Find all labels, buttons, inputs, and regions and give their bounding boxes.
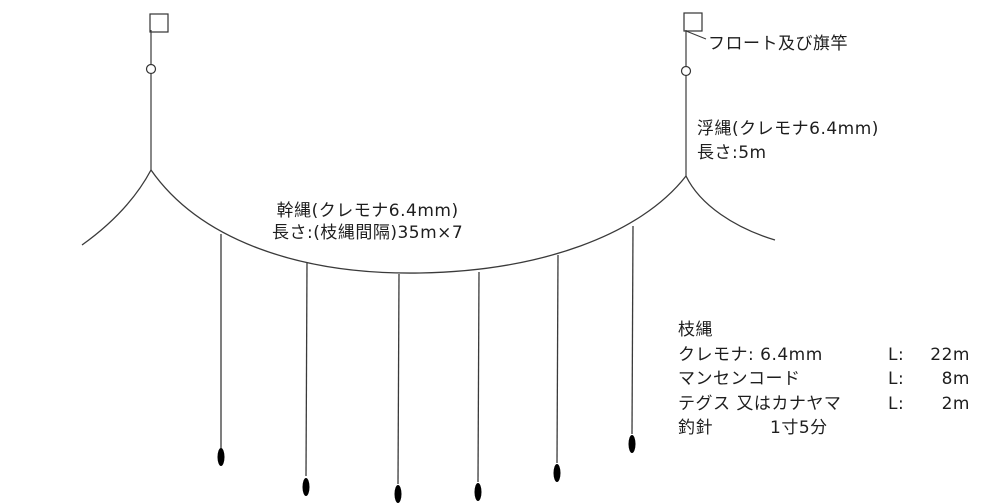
- float-icon: [145, 63, 157, 75]
- flag-icon: [149, 13, 169, 33]
- main-rope-label: 幹縄(クレモナ6.4mm) 長さ:(枝縄間隔)35m×7: [272, 200, 463, 244]
- flag-callout-line: [685, 30, 707, 40]
- spec-material: テグス 又はカナヤマ: [678, 393, 842, 414]
- main-rope-right-end: [685, 175, 776, 241]
- float-rope-length: 長さ:5m: [697, 143, 767, 163]
- branch-line: [477, 271, 480, 483]
- branch-lines: [217, 225, 636, 503]
- branch-spec-row: テグス 又はカナヤマ L: 2m: [678, 392, 970, 417]
- float-rope-title: 浮縄(クレモナ6.4mm): [697, 119, 879, 139]
- hook-icon: [628, 435, 636, 453]
- flag-icon: [683, 12, 703, 32]
- hook-icon: [394, 485, 402, 503]
- branch-line: [305, 261, 308, 477]
- branch-line: [631, 225, 634, 435]
- branch-spec-row: クレモナ: 6.4mm L: 22m: [678, 343, 970, 368]
- branch-line-spec: 枝縄 クレモナ: 6.4mm L: 22m マンセンコード L: 8m テグス …: [678, 318, 970, 441]
- branch-spec-row: マンセンコード L: 8m: [678, 367, 970, 392]
- spec-length-label: L:: [888, 344, 905, 365]
- hook-icon: [302, 478, 310, 496]
- spec-material: マンセンコード: [678, 369, 801, 389]
- spec-length: 8m: [941, 369, 970, 389]
- branch-line: [397, 273, 400, 485]
- float-icon: [680, 65, 692, 77]
- spec-length: 2m: [941, 393, 970, 414]
- hook-label: 釣針: [678, 418, 713, 438]
- main-rope-left-end: [81, 169, 152, 246]
- spec-material: クレモナ: 6.4mm: [678, 344, 823, 365]
- spec-length-label: L:: [888, 369, 905, 389]
- branch-spec-heading: 枝縄: [678, 320, 713, 340]
- hook-spec: 釣針 1寸5分: [678, 416, 970, 441]
- hook-icon: [217, 448, 225, 466]
- float-rope-label: 浮縄(クレモナ6.4mm) 長さ:5m: [697, 117, 879, 165]
- main-rope-title: 幹縄(クレモナ6.4mm): [276, 201, 459, 221]
- spec-length-label: L:: [888, 393, 905, 414]
- main-rope-length: 長さ:(枝縄間隔)35m×7: [272, 223, 464, 243]
- float-and-flagpole-label: フロート及び旗竿: [708, 34, 848, 54]
- branch-line: [556, 254, 559, 464]
- hook-icon: [474, 483, 482, 501]
- hook-icon: [553, 464, 561, 482]
- hook-size: 1寸5分: [770, 418, 828, 438]
- main-rope: [150, 169, 687, 274]
- spec-length: 22m: [930, 344, 970, 365]
